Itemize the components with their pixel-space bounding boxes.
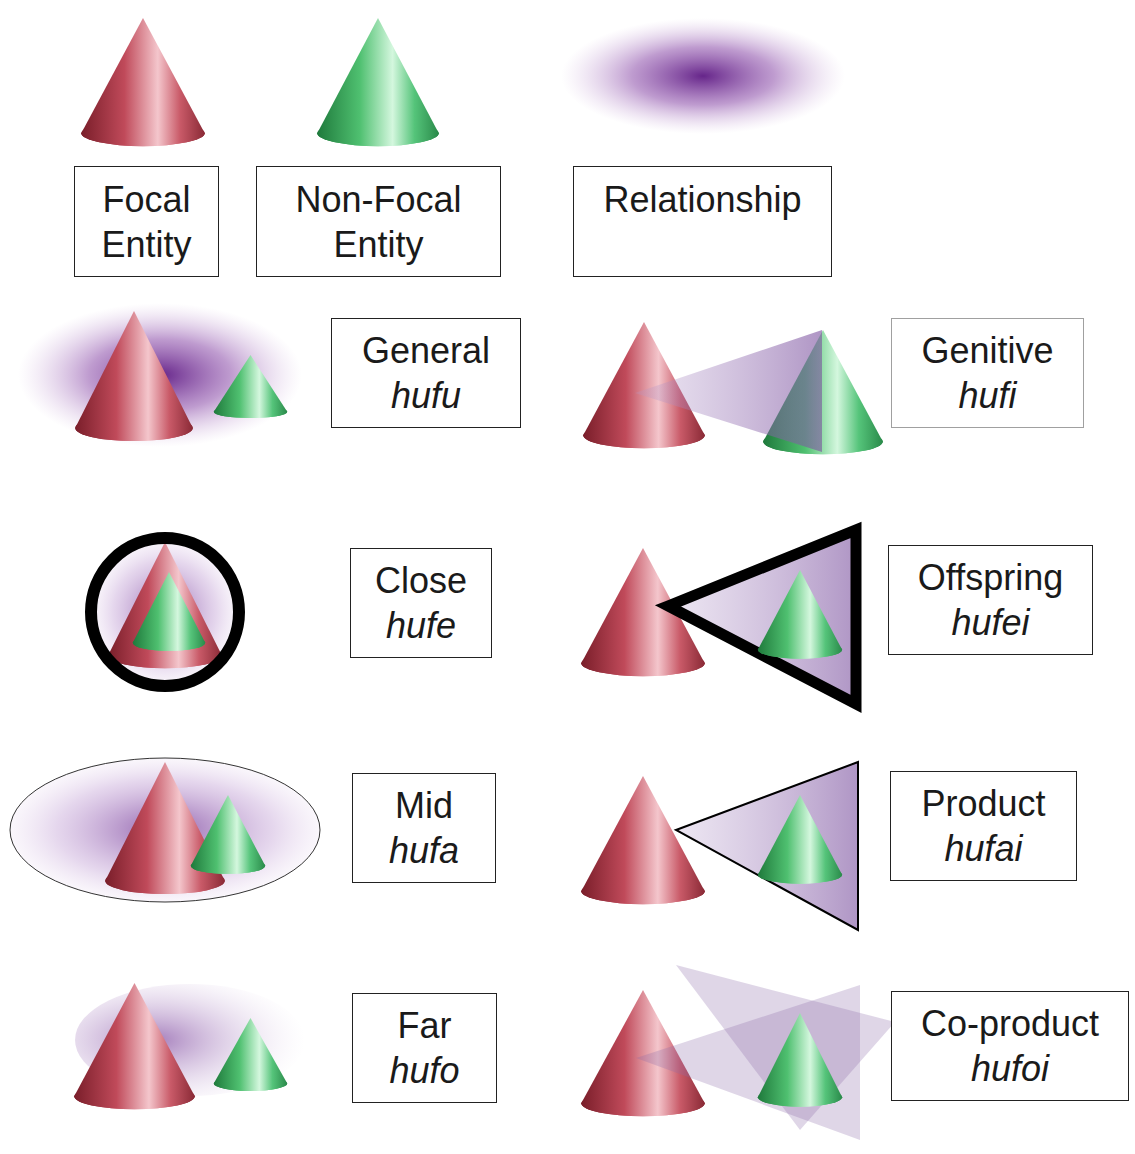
label-box: Relationship	[573, 166, 832, 277]
relationship-cloud	[561, 18, 845, 134]
box-title: Mid	[395, 783, 453, 828]
offspring-beam	[668, 530, 856, 704]
focal-cone	[108, 542, 222, 668]
focal-cone	[105, 762, 225, 894]
non-focal-cone	[214, 1018, 288, 1091]
focal-cone	[581, 776, 704, 904]
box-title: Relationship	[603, 177, 801, 222]
label-box: Offspringhufei	[888, 545, 1093, 655]
label-box: Midhufa	[352, 773, 496, 883]
non-focal-cone	[191, 795, 265, 874]
label-box: Generalhufu	[331, 318, 521, 428]
box-title: General	[362, 328, 490, 373]
box-title: Offspring	[918, 555, 1063, 600]
non-focal-cone	[317, 18, 439, 146]
box-title: Product	[921, 781, 1045, 826]
term-word: hufo	[389, 1048, 459, 1093]
focal-cone	[75, 311, 193, 441]
label-box: Producthufai	[890, 771, 1077, 881]
box-title: Far	[398, 1003, 452, 1048]
box-title: Non-Focal Entity	[267, 177, 490, 267]
term-word: hufei	[951, 600, 1029, 645]
relationship-beam	[635, 330, 822, 452]
relationship-cloud	[18, 303, 302, 447]
non-focal-cone	[758, 1013, 842, 1107]
box-title: Close	[375, 558, 467, 603]
box-title: Genitive	[921, 328, 1053, 373]
relationship-cloud	[10, 758, 320, 902]
term-word: hufi	[958, 373, 1016, 418]
label-box: Genitivehufi	[891, 318, 1084, 428]
term-word: hufa	[389, 828, 459, 873]
label-box: Non-Focal Entity	[256, 166, 501, 277]
label-box: Co-producthufoi	[891, 991, 1129, 1101]
focal-cone	[74, 983, 195, 1109]
label-box: Focal Entity	[74, 166, 219, 277]
product-beam	[676, 762, 858, 930]
term-word: hufe	[386, 603, 456, 648]
relationship-cloud	[91, 538, 239, 686]
box-title: Focal Entity	[85, 177, 208, 267]
label-box: Closehufe	[350, 548, 492, 658]
non-focal-cone	[758, 795, 842, 884]
non-focal-cone	[133, 572, 206, 651]
term-word: hufoi	[971, 1046, 1049, 1091]
label-box: Farhufo	[352, 993, 497, 1103]
term-word: hufai	[944, 826, 1022, 871]
focal-cone	[81, 18, 204, 146]
co-product-beam	[676, 965, 895, 1130]
box-title: Co-product	[921, 1001, 1099, 1046]
close-ring	[91, 538, 239, 686]
non-focal-cone	[758, 570, 842, 659]
non-focal-cone	[214, 355, 288, 418]
term-word: hufu	[391, 373, 461, 418]
